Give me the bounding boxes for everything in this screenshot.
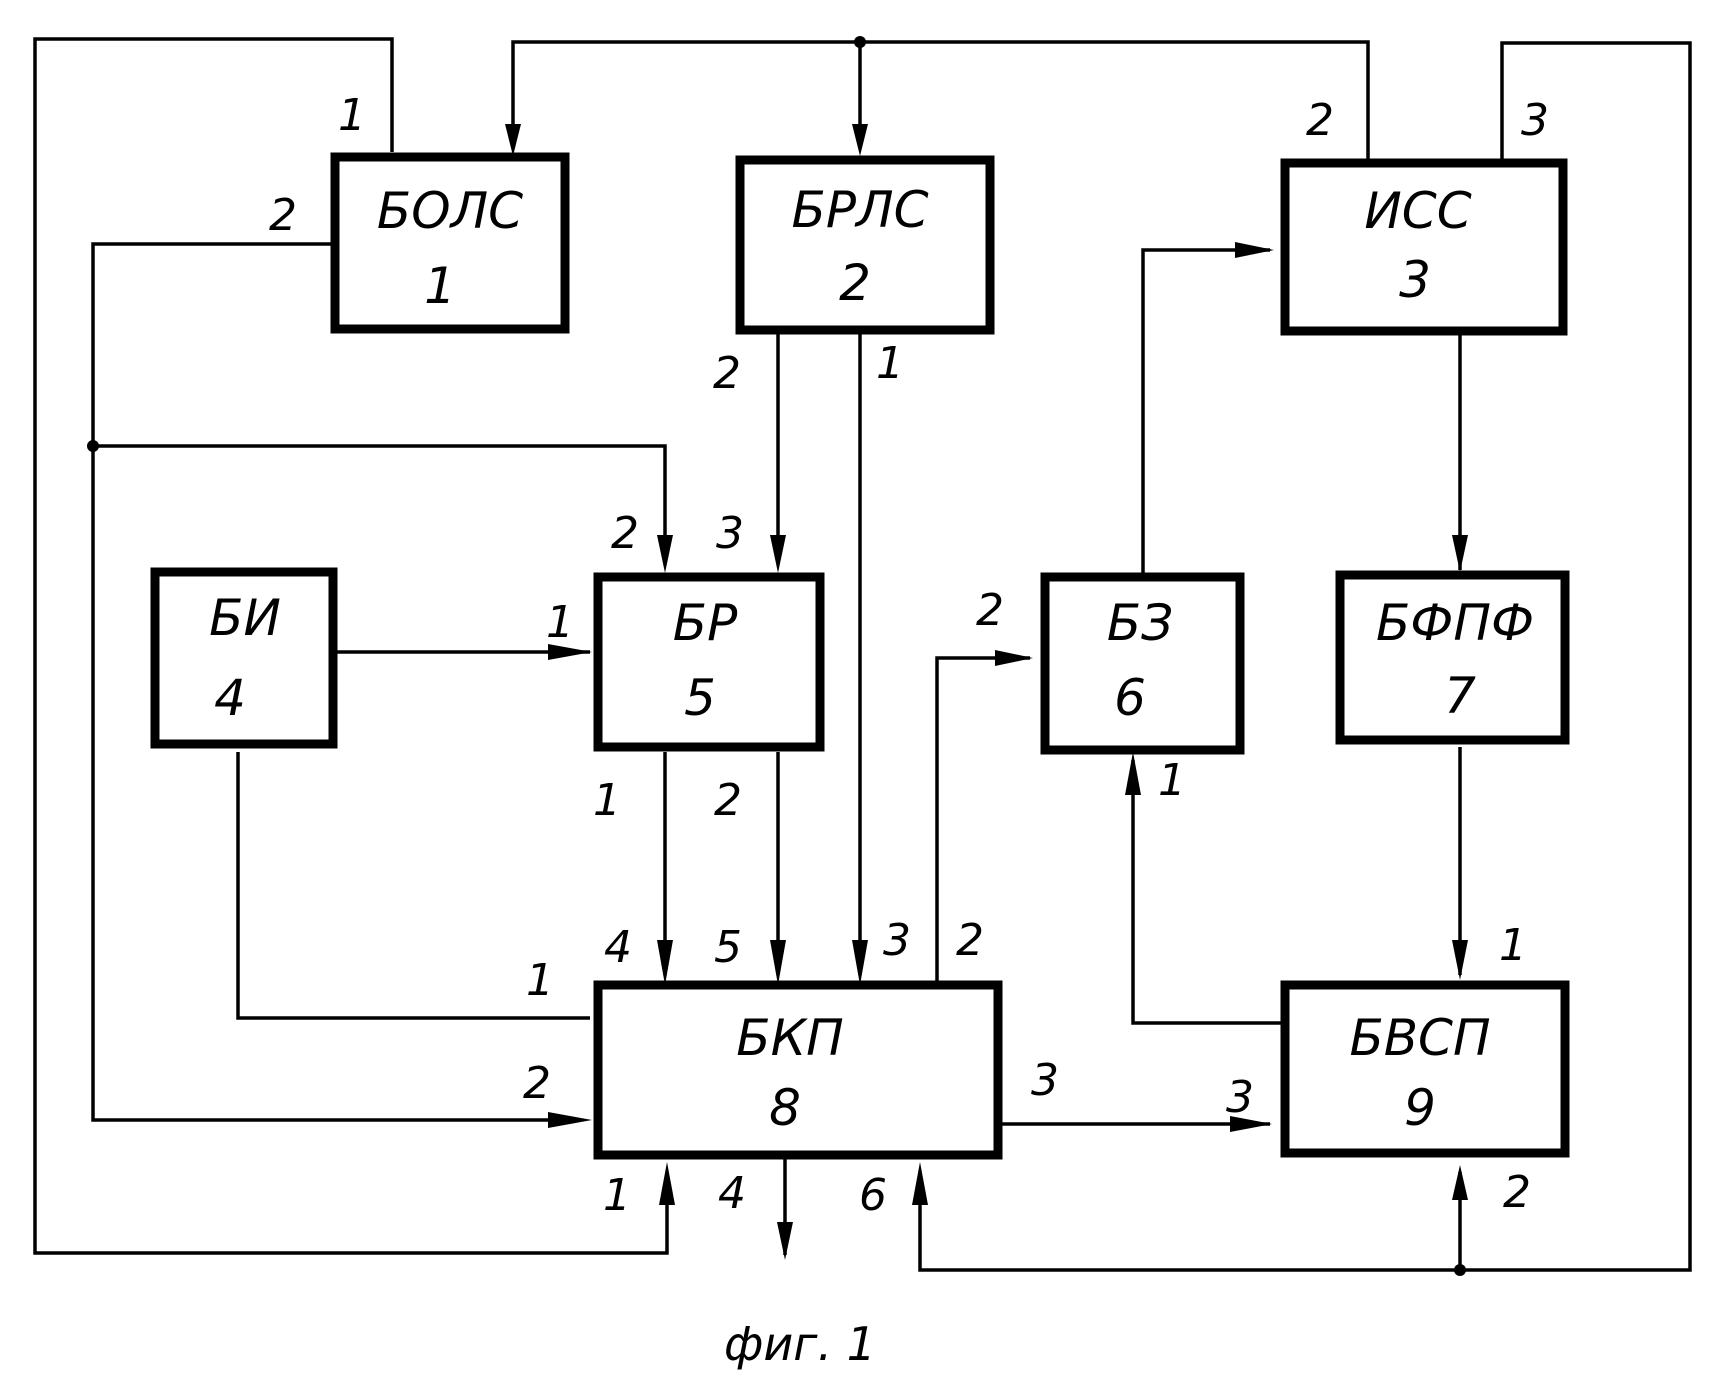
- port-label: 5: [714, 922, 742, 973]
- port-label: 1: [1499, 920, 1527, 971]
- port-label: 6: [859, 1170, 887, 1221]
- block-brls-number: 2: [839, 254, 871, 312]
- block-bols: БОЛС 1: [335, 157, 565, 329]
- block-bi-number: 4: [214, 669, 246, 727]
- port-label: 1: [876, 338, 904, 389]
- port-label: 3: [1031, 1055, 1059, 1106]
- port-label: 4: [604, 922, 632, 973]
- block-br-name: БР: [673, 594, 738, 652]
- block-bfpf-number: 7: [1444, 667, 1476, 725]
- block-brls-name: БРЛС: [792, 181, 929, 239]
- arrowhead-down: [657, 535, 673, 573]
- block-bvsp-name: БВСП: [1349, 1009, 1490, 1067]
- block-bz: БЗ 6: [1045, 577, 1240, 750]
- block-bi: БИ 4: [155, 572, 333, 744]
- arrowhead-down: [852, 124, 868, 156]
- junction-dot: [87, 440, 99, 452]
- port-label: 2: [523, 1058, 551, 1109]
- port-label: 1: [338, 90, 366, 141]
- arrowhead-right: [548, 1112, 592, 1128]
- block-bkp-number: 8: [769, 1079, 801, 1137]
- arrowhead-down: [657, 940, 673, 985]
- port-label: 3: [1226, 1072, 1254, 1123]
- block-br-number: 5: [684, 669, 716, 727]
- arrowhead-up: [659, 1162, 675, 1205]
- arrowhead-right: [1235, 242, 1274, 258]
- port-label: 2: [956, 915, 984, 966]
- port-label: 1: [546, 597, 574, 648]
- arrowhead-down: [1452, 535, 1468, 572]
- block-bi-name: БИ: [209, 589, 281, 647]
- junction-dot: [1454, 1264, 1466, 1276]
- arrowhead-down: [770, 535, 786, 573]
- port-label: 2: [714, 775, 742, 826]
- arrowhead-down: [852, 940, 868, 985]
- block-bkp: БКП 8: [598, 985, 998, 1155]
- block-bfpf-name: БФПФ: [1376, 594, 1534, 652]
- port-label: 2: [1503, 1167, 1531, 1218]
- wire-top-bus-iss2: [860, 42, 1368, 160]
- block-bfpf: БФПФ 7: [1340, 575, 1565, 740]
- wire-top-bus-left: [513, 42, 860, 132]
- port-label: 1: [526, 955, 554, 1006]
- junction-dot: [854, 36, 866, 48]
- port-label: 1: [593, 775, 621, 826]
- arrowhead-down: [777, 1222, 793, 1260]
- block-iss-name: ИСС: [1364, 182, 1471, 240]
- arrowhead-down: [770, 940, 786, 985]
- block-bols-name: БОЛС: [377, 182, 523, 240]
- wire-bols-2-to-br-2: [93, 446, 665, 562]
- port-label: 1: [603, 1170, 631, 1221]
- block-bvsp: БВСП 9: [1285, 985, 1565, 1153]
- block-br: БР 5: [598, 577, 820, 747]
- port-label: 4: [718, 1168, 746, 1219]
- port-label: 2: [611, 508, 639, 559]
- port-label: 2: [1306, 95, 1334, 146]
- wire-bz-to-iss: [1143, 250, 1270, 575]
- port-label: 1: [1158, 755, 1186, 806]
- block-iss: ИСС 3: [1285, 163, 1563, 331]
- arrowhead-up: [912, 1162, 928, 1205]
- wire-bottom-bus-bkp6: [920, 1180, 1460, 1270]
- port-label: 2: [713, 348, 741, 399]
- arrowhead-right: [995, 650, 1033, 666]
- port-label: 2: [976, 585, 1004, 636]
- arrowhead-down: [1452, 940, 1468, 980]
- port-label: 3: [1521, 95, 1549, 146]
- arrowhead-down: [505, 124, 521, 156]
- block-iss-number: 3: [1399, 251, 1431, 309]
- arrowhead-up: [1125, 752, 1141, 795]
- block-bz-name: БЗ: [1107, 594, 1173, 652]
- block-bz-number: 6: [1114, 669, 1146, 727]
- block-bkp-name: БКП: [736, 1009, 843, 1067]
- port-label: 3: [883, 915, 911, 966]
- block-bols-number: 1: [424, 257, 456, 315]
- block-brls: БРЛС 2: [740, 160, 990, 330]
- port-label: 3: [716, 508, 744, 559]
- figure-caption: фиг. 1: [724, 1317, 876, 1371]
- port-label: 2: [269, 190, 297, 241]
- block-bvsp-number: 9: [1404, 1079, 1436, 1137]
- arrowhead-up: [1452, 1165, 1468, 1200]
- wire-bvsp-to-bz-1: [1133, 760, 1283, 1023]
